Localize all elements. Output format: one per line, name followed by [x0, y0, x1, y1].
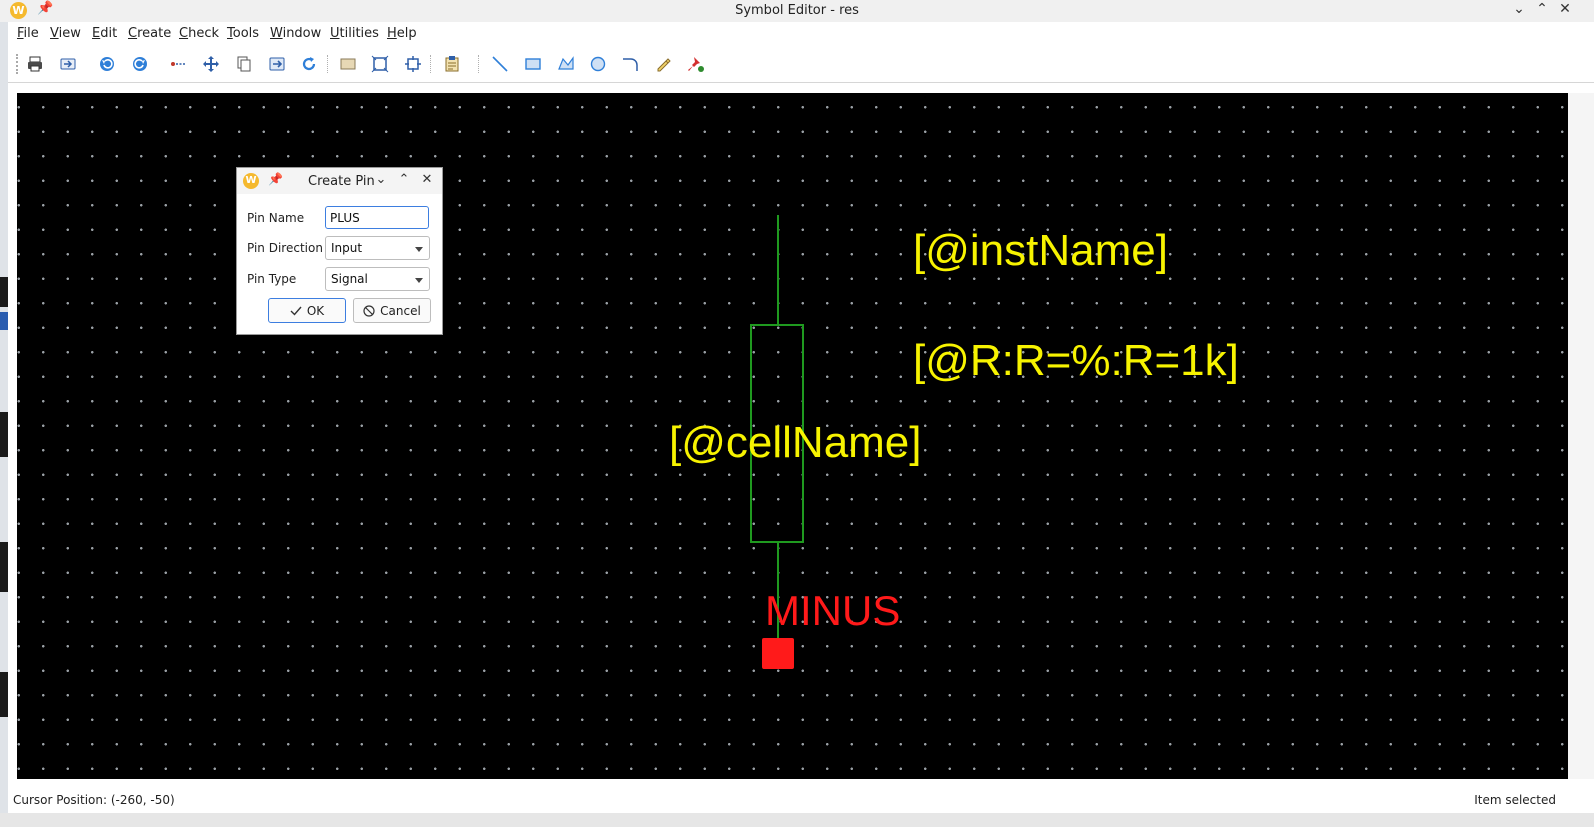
- zoom-fit-icon[interactable]: [369, 53, 391, 75]
- ok-button[interactable]: OK: [268, 298, 346, 323]
- pin-type-select[interactable]: Signal: [325, 267, 430, 291]
- taskbar-edge: [0, 813, 1594, 827]
- pin-name-label: Pin Name: [247, 211, 305, 225]
- resistance-label: [@R:R=%:R=1k]: [913, 336, 1239, 385]
- create-pin-dialog: W 📌 Create Pin ⌄ ⌃ ✕ Pin Name Pin Direct…: [236, 167, 443, 335]
- dialog-pin-icon[interactable]: 📌: [268, 172, 283, 186]
- arc-icon[interactable]: [619, 53, 641, 75]
- menu-tools[interactable]: Tools: [227, 26, 260, 41]
- check-icon: [290, 306, 302, 316]
- dialog-title: Create Pin: [308, 174, 375, 189]
- polygon-icon[interactable]: [555, 53, 577, 75]
- rectangle-icon[interactable]: [522, 53, 544, 75]
- copy-icon[interactable]: [233, 53, 255, 75]
- window-title: Symbol Editor - res: [735, 3, 859, 18]
- canvas-side-margin: [1568, 93, 1594, 779]
- chevron-down-icon: [415, 247, 423, 252]
- stretch-icon[interactable]: [167, 53, 189, 75]
- symbol-canvas[interactable]: [@instName] [@R:R=%:R=1k] [@cellName] MI…: [17, 93, 1568, 779]
- menu-window[interactable]: Window: [270, 26, 322, 41]
- minus-pin-label: MINUS: [765, 587, 901, 634]
- flip-icon[interactable]: [266, 53, 288, 75]
- dialog-minimize-button[interactable]: ⌄: [375, 172, 387, 187]
- title-bar: W 📌 Symbol Editor - res ⌄ ⌃ ✕: [0, 0, 1594, 22]
- dialog-close-button[interactable]: ✕: [421, 172, 433, 187]
- app-logo-icon: W: [10, 2, 27, 19]
- menu-create[interactable]: Create: [128, 26, 172, 41]
- menu-bar: File View Edit Create Check Tools Window…: [8, 22, 1594, 44]
- minimize-button[interactable]: ⌄: [1513, 1, 1525, 17]
- status-message: Item selected: [1474, 793, 1556, 807]
- circle-icon[interactable]: [587, 53, 609, 75]
- cancel-icon: [363, 304, 375, 317]
- dialog-maximize-button[interactable]: ⌃: [398, 172, 410, 187]
- export-icon[interactable]: [57, 53, 79, 75]
- label-icon[interactable]: [652, 53, 674, 75]
- ok-button-label: OK: [306, 303, 325, 318]
- fit-icon[interactable]: [337, 53, 359, 75]
- toolbar-grip[interactable]: [16, 54, 21, 74]
- pin-direction-select[interactable]: Input: [325, 236, 430, 260]
- pan-icon[interactable]: [402, 53, 424, 75]
- line-icon[interactable]: [489, 53, 511, 75]
- pin-window-icon[interactable]: 📌: [37, 1, 54, 16]
- pin-type-value: Signal: [331, 272, 368, 286]
- status-bar: Cursor Position: (-260, -50) Item select…: [8, 789, 1594, 813]
- menu-edit[interactable]: Edit: [92, 26, 118, 41]
- menu-check[interactable]: Check: [179, 26, 219, 41]
- pin-icon[interactable]: [685, 53, 707, 75]
- menu-view[interactable]: View: [50, 26, 81, 41]
- properties-icon[interactable]: [441, 53, 463, 75]
- menu-help[interactable]: Help: [387, 26, 417, 41]
- pin-name-input[interactable]: [325, 206, 429, 229]
- menu-file-rest: ile: [23, 26, 39, 41]
- rotate-icon[interactable]: [298, 53, 320, 75]
- print-icon[interactable]: [24, 53, 46, 75]
- pin-direction-label: Pin Direction: [247, 241, 323, 255]
- pin-type-label: Pin Type: [247, 272, 297, 286]
- dialog-app-logo-icon: W: [243, 173, 259, 189]
- inst-name-label: [@instName]: [913, 226, 1168, 275]
- chevron-down-icon: [415, 278, 423, 283]
- maximize-button[interactable]: ⌃: [1536, 1, 1548, 17]
- minus-pin-marker: [762, 638, 794, 669]
- move-icon[interactable]: [200, 53, 222, 75]
- resistor-symbol: [750, 215, 804, 669]
- toolbar: [8, 44, 1594, 83]
- close-button[interactable]: ✕: [1559, 1, 1571, 17]
- undo-icon[interactable]: [96, 53, 118, 75]
- background-window-edge: [0, 22, 8, 827]
- redo-icon[interactable]: [129, 53, 151, 75]
- menu-file[interactable]: File: [17, 26, 39, 41]
- cursor-position-readout: Cursor Position: (-260, -50): [13, 793, 175, 807]
- cancel-button[interactable]: Cancel: [353, 298, 431, 323]
- cell-name-label: [@cellName]: [669, 418, 922, 467]
- pin-direction-value: Input: [331, 241, 363, 255]
- dialog-title-bar[interactable]: W 📌 Create Pin ⌄ ⌃ ✕: [237, 168, 442, 194]
- menu-utilities[interactable]: Utilities: [330, 26, 379, 41]
- cancel-button-label: Cancel: [380, 303, 421, 318]
